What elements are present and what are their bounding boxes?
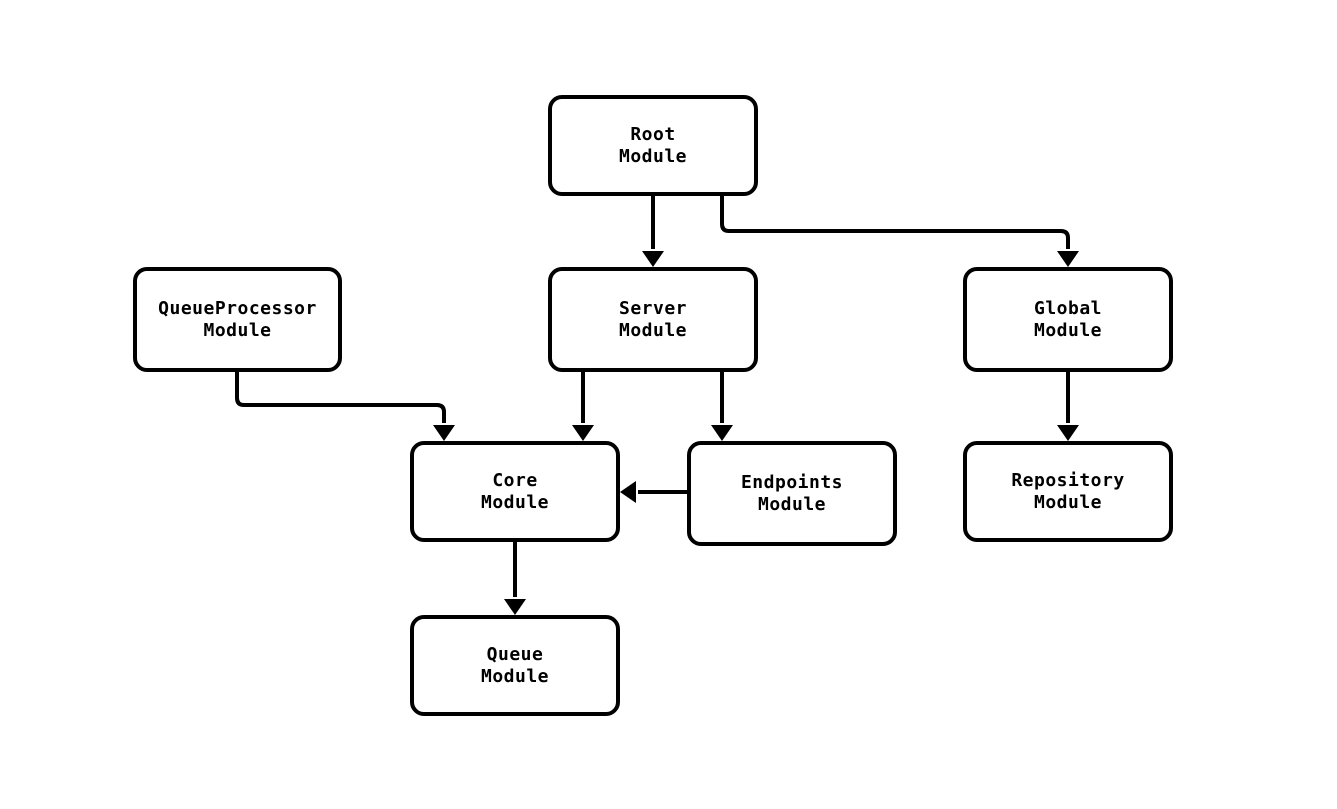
node-endpoints-label-line2: Module xyxy=(757,493,827,515)
node-global-label-line2: Module xyxy=(1033,319,1103,341)
edge-core-queue-arrowhead xyxy=(504,599,526,615)
node-core-label-line1: Core xyxy=(492,469,538,491)
edge-endpoints-core-arrowhead xyxy=(620,481,636,503)
node-queueprocessor-label-line2: Module xyxy=(203,319,272,341)
node-root-label-line2: Module xyxy=(618,145,688,167)
edge-queueprocessor-core-arrowhead xyxy=(433,425,455,441)
node-endpoints-label-line1: Endpoints xyxy=(740,471,844,493)
node-queueprocessor-label-line1: QueueProcessor xyxy=(158,297,317,319)
edge-root-server-arrowhead xyxy=(642,251,664,267)
node-root-label-line1: Root xyxy=(630,123,676,145)
node-global-label-line1: Global xyxy=(1033,297,1103,319)
node-server-label-line1: Server xyxy=(618,297,688,319)
node-queue-label-line2: Module xyxy=(480,665,550,687)
edge-root-global xyxy=(720,196,1070,249)
node-queue-label-line1: Queue xyxy=(486,643,544,665)
node-repository-label-line1: Repository xyxy=(1011,469,1125,491)
node-server-label-line2: Module xyxy=(618,319,688,341)
edge-global-repository-arrowhead xyxy=(1057,425,1079,441)
edge-server-endpoints-arrowhead xyxy=(711,425,733,441)
edge-queueprocessor-core xyxy=(235,372,446,423)
node-repository-label-line2: Module xyxy=(1033,491,1103,513)
edge-root-global-arrowhead xyxy=(1057,251,1079,267)
edge-paths xyxy=(235,196,1070,597)
node-core-label-line2: Module xyxy=(480,491,550,513)
edge-server-core-arrowhead xyxy=(572,425,594,441)
